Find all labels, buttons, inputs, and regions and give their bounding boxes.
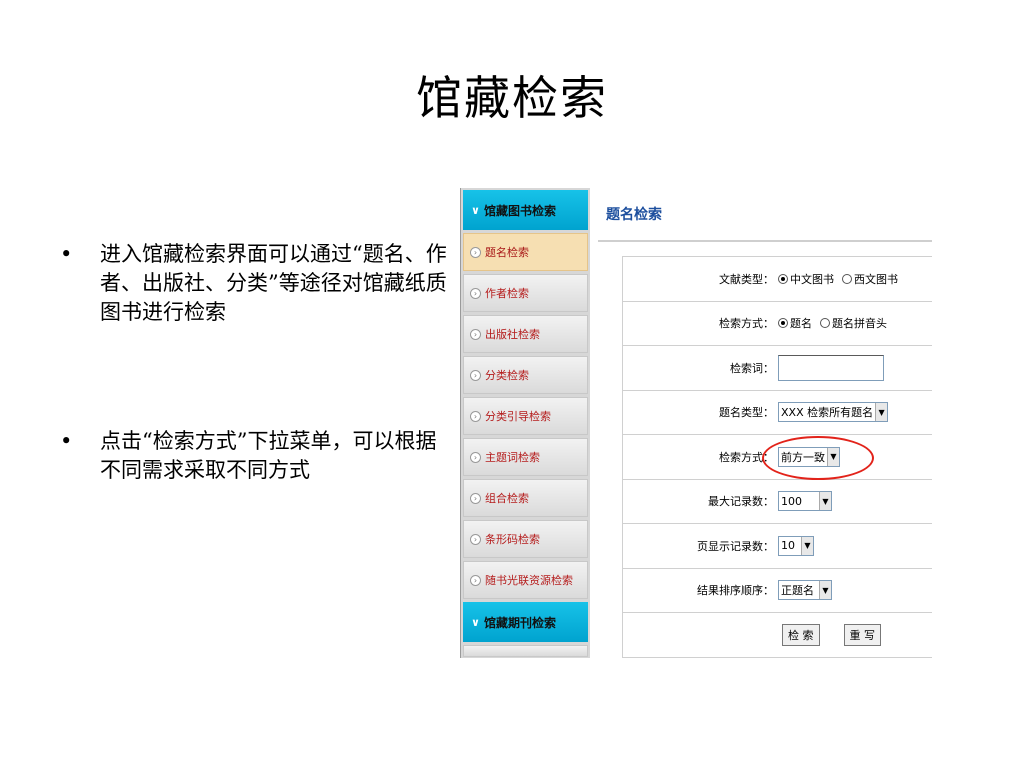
bullet-2: • 点击“检索方式”下拉菜单，可以根据不同需求采取不同方式 [60,427,450,485]
divider [598,240,932,242]
sidebar-item-cut-off[interactable] [463,645,588,657]
bullet-text: 进入馆藏检索界面可以通过“题名、作者、出版社、分类”等途径对馆藏纸质图书进行检索 [100,242,447,324]
sidebar-item-label: 题名检索 [485,246,529,259]
sidebar-item-label: 随书光联资源检索 [485,574,573,587]
field-label: 检索词： [730,361,774,375]
chevron-down-icon: ∨ [471,615,480,629]
sidebar-item-class-search[interactable]: › 分类检索 [463,356,588,394]
sidebar-item-class-guide-search[interactable]: › 分类引导检索 [463,397,588,435]
field-label: 文献类型： [719,272,774,286]
keyword-input[interactable] [778,354,884,381]
row-keyword: 检索词： [623,346,932,391]
sidebar-item-label: 组合检索 [485,492,529,505]
arrow-right-icon: › [470,410,481,422]
sort-order-select[interactable]: 正题名 ▼ [778,580,832,601]
radio-title-pinyin[interactable]: 题名拼音头 [820,315,887,331]
bullet-marker: • [60,429,73,453]
radio-title[interactable]: 题名 [778,315,812,331]
select-value: XXX 检索所有题名 [781,406,874,420]
dropdown-arrow-icon: ▼ [875,403,888,422]
arrow-right-icon: › [470,574,481,586]
field-label: 最大记录数： [708,495,774,509]
radio-label: 题名 [790,317,812,331]
select-value: 10 [781,539,795,553]
search-button[interactable]: 检 索 [782,623,820,646]
arrow-right-icon: › [470,451,481,463]
dropdown-arrow-icon: ▼ [801,536,813,555]
arrow-right-icon: › [470,246,481,258]
sidebar-item-label: 出版社检索 [485,328,540,341]
arrow-right-icon: › [470,328,481,340]
sidebar-item-publisher-search[interactable]: › 出版社检索 [463,315,588,353]
radio-unchecked-icon [820,318,830,329]
sidebar-item-subject-search[interactable]: › 主题词检索 [463,438,588,476]
title-type-select[interactable]: XXX 检索所有题名▼ [778,402,889,423]
max-records-select[interactable]: 100 ▼ [778,491,832,512]
sidebar-item-media-search[interactable]: › 随书光联资源检索 [463,561,588,599]
row-doc-type: 文献类型： 中文图书 西文图书 [623,257,932,302]
search-content: 题名检索 文献类型： 中文图书 西文图书 检索方式： 题名 题名拼音头 检索词： [598,188,932,658]
sidebar-item-barcode-search[interactable]: › 条形码检索 [463,520,588,558]
dropdown-arrow-icon: ▼ [819,492,831,511]
arrow-right-icon: › [470,533,481,545]
reset-button[interactable]: 重 写 [843,623,881,646]
nav-section-label: 馆藏图书检索 [483,203,556,218]
bullet-marker: • [60,242,73,266]
field-label: 检索方式： [719,450,774,464]
radio-label: 西文图书 [854,272,898,286]
sidebar-item-label: 作者检索 [485,287,529,300]
arrow-right-icon: › [470,492,481,504]
nav-section-books[interactable]: ∨ 馆藏图书检索 [463,190,588,230]
chevron-down-icon: ∨ [471,203,480,217]
sidebar-nav: ∨ 馆藏图书检索 › 题名检索 › 作者检索 › 出版社检索 › 分类检索 › … [460,188,590,658]
row-page-size: 页显示记录数： 10 ▼ [623,524,932,569]
field-label: 题名类型： [719,406,774,420]
sidebar-item-label: 主题词检索 [485,451,540,464]
bullet-list: • 进入馆藏检索界面可以通过“题名、作者、出版社、分类”等途径对馆藏纸质图书进行… [60,240,450,485]
row-search-method-radio: 检索方式： 题名 题名拼音头 [623,302,932,346]
bullet-text: 点击“检索方式”下拉菜单，可以根据不同需求采取不同方式 [100,429,437,482]
sidebar-item-label: 分类引导检索 [485,410,551,423]
bullet-1: • 进入馆藏检索界面可以通过“题名、作者、出版社、分类”等途径对馆藏纸质图书进行… [60,240,450,327]
screenshot-panel: ∨ 馆藏图书检索 › 题名检索 › 作者检索 › 出版社检索 › 分类检索 › … [460,188,932,658]
select-value: 正题名 [781,584,814,598]
row-sort-order: 结果排序顺序： 正题名 ▼ [623,569,932,613]
radio-unchecked-icon [842,273,852,284]
radio-chinese-books[interactable]: 中文图书 [778,271,834,287]
radio-label: 题名拼音头 [832,317,887,331]
slide-title: 馆藏检索 [416,71,608,125]
sidebar-item-combined-search[interactable]: › 组合检索 [463,479,588,517]
dropdown-arrow-icon: ▼ [819,581,831,600]
nav-section-label: 馆藏期刊检索 [483,615,556,630]
row-title-type: 题名类型： XXX 检索所有题名▼ [623,391,932,435]
field-label: 结果排序顺序： [697,584,774,598]
sidebar-item-label: 条形码检索 [485,533,540,546]
highlight-ellipse [762,436,874,480]
field-label: 检索方式： [719,317,774,331]
arrow-right-icon: › [470,369,481,381]
field-label: 页显示记录数： [697,539,774,553]
row-max-records: 最大记录数： 100 ▼ [623,480,932,524]
sidebar-item-title-search[interactable]: › 题名检索 [463,233,588,271]
sidebar-item-author-search[interactable]: › 作者检索 [463,274,588,312]
content-title: 题名检索 [606,207,662,223]
radio-label: 中文图书 [790,272,834,286]
page-size-select[interactable]: 10 ▼ [778,535,814,556]
nav-section-journals[interactable]: ∨ 馆藏期刊检索 [463,602,588,642]
radio-checked-icon [778,273,788,284]
sidebar-item-label: 分类检索 [485,369,529,382]
radio-checked-icon [778,318,788,329]
row-buttons: 检 索 重 写 [623,613,932,658]
select-value: 100 [781,494,802,508]
radio-western-books[interactable]: 西文图书 [842,271,898,287]
arrow-right-icon: › [470,287,481,299]
